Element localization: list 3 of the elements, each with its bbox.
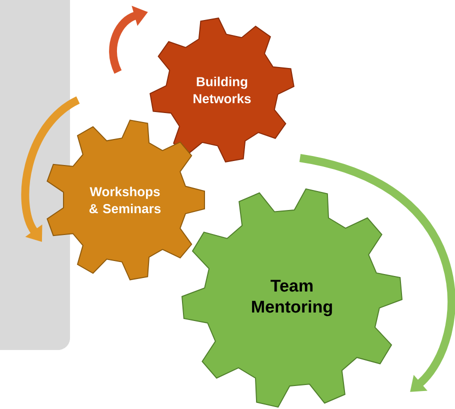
gear: Building Networks	[150, 18, 294, 162]
gear: Team Mentoring	[181, 188, 403, 408]
gear: Workshops & Seminars	[46, 120, 205, 280]
